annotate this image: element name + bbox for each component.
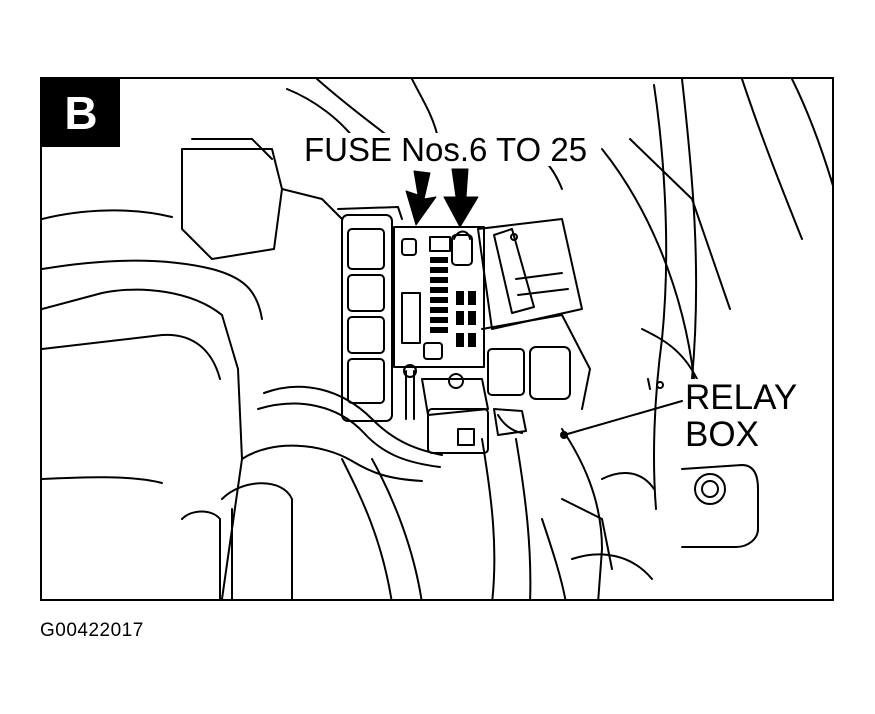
relay-callout-line-1: RELAY (685, 378, 798, 417)
diagram-frame: B FUSE Nos.6 TO 25 RELAY BOX (40, 77, 834, 601)
fuse-callout-label: FUSE Nos.6 TO 25 (300, 133, 592, 166)
engine-bay-drawing (42, 79, 832, 599)
panel-label: B (42, 79, 120, 147)
figure-id: G00422017 (40, 620, 144, 641)
relay-callout-line-2: BOX (685, 416, 798, 453)
relay-box-callout: RELAY BOX (685, 378, 798, 453)
